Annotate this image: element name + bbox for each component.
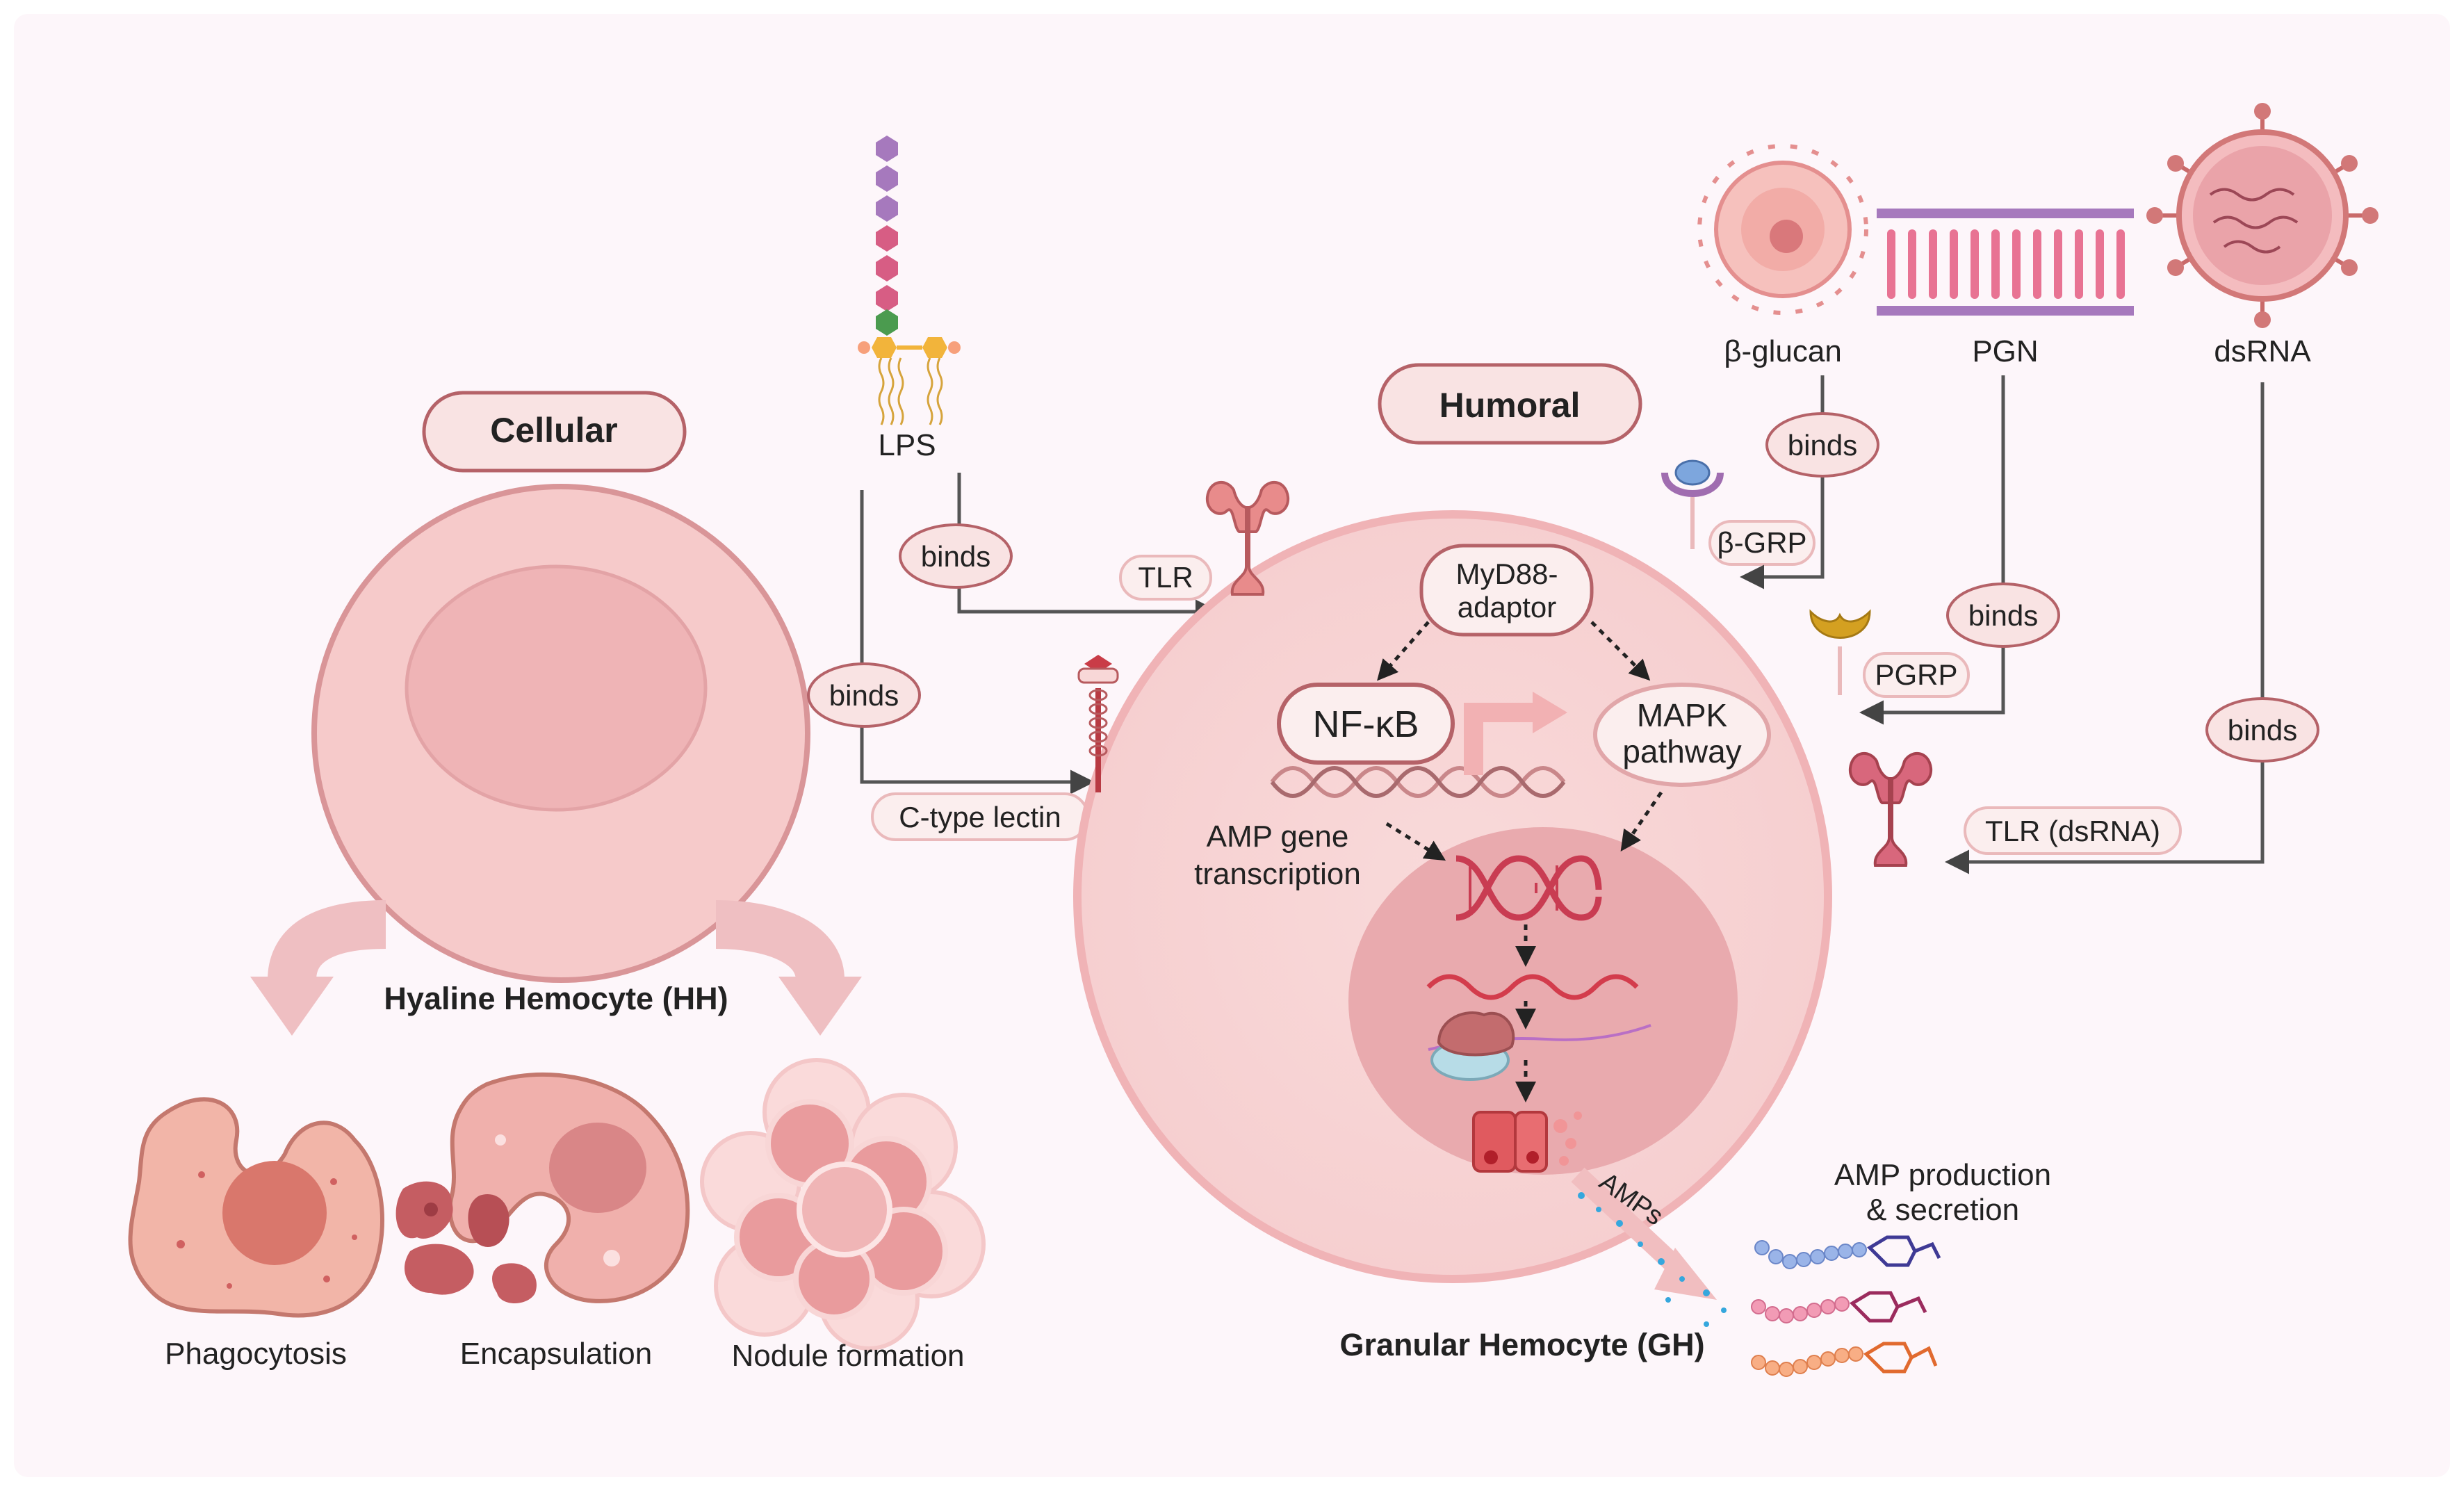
encapsulation-icon	[395, 1072, 690, 1303]
peptide-chain-icon	[1751, 1291, 1927, 1323]
cellular-label: Cellular	[490, 411, 617, 450]
mapk-pathway-box: MAPK pathway	[1593, 683, 1771, 787]
dsrna-to-tlr-arrow	[1945, 382, 2265, 874]
mrna-icon	[1426, 974, 1639, 1000]
peptidoglycan-icon	[1877, 209, 2134, 316]
peptide-chain-icon	[1751, 1342, 1938, 1377]
svg-text:MAPK: MAPK	[1637, 697, 1728, 733]
mapk-to-dna-arrow	[1620, 791, 1663, 852]
lps-label: LPS	[878, 428, 936, 462]
peptide-chain-icon	[1754, 1235, 1941, 1269]
svg-text:TLR (dsRNA): TLR (dsRNA)	[1985, 815, 2160, 847]
beta-grp-receptor-icon	[1661, 459, 1724, 549]
humoral-section-label: Humoral	[1378, 363, 1642, 445]
amp-gene-label-line2: transcription	[1194, 857, 1361, 891]
nodule-formation-label: Nodule formation	[731, 1339, 964, 1373]
pgrp-label-box: PGRP	[1863, 652, 1970, 698]
pgn-label: PGN	[1972, 334, 2038, 368]
amps-secretion-arrow	[1571, 1167, 1727, 1327]
ribosome-icon	[1428, 1011, 1651, 1081]
binds-badge-lps-lectin: binds	[807, 662, 921, 728]
svg-text:binds: binds	[829, 679, 899, 712]
hexagon-chain-lps-icon	[858, 136, 961, 425]
svg-text:MyD88-: MyD88-	[1455, 557, 1558, 590]
tlr-dsrna-label-box: TLR (dsRNA)	[1964, 806, 2182, 855]
nfkb-box: NF-κB	[1277, 683, 1455, 765]
humoral-label: Humoral	[1439, 386, 1581, 425]
myd88-to-nfkb-arrow	[1377, 621, 1430, 681]
beta-grp-label-box: β-GRP	[1708, 520, 1816, 566]
binds-badge-pgn: binds	[1946, 582, 2060, 648]
dna-helix-icon	[1455, 855, 1602, 921]
svg-text:TLR: TLR	[1138, 561, 1193, 594]
pgrp-receptor-icon	[1809, 609, 1871, 695]
svg-text:PGRP: PGRP	[1875, 658, 1957, 691]
myd88-adaptor-box: MyD88- adaptor	[1419, 544, 1594, 637]
nodule-formation-icon	[700, 1058, 986, 1351]
hyaline-hemocyte-cell	[311, 484, 810, 983]
svg-text:adaptor: adaptor	[1458, 591, 1556, 624]
hyaline-hemocyte-label: Hyaline Hemocyte (HH)	[384, 981, 728, 1016]
binds-badge-lps-tlr: binds	[899, 523, 1013, 589]
amp-gene-label-line1: AMP gene	[1207, 820, 1349, 854]
svg-text:pathway: pathway	[1622, 733, 1741, 769]
svg-text:C-type lectin: C-type lectin	[899, 801, 1061, 833]
amp-production-label-line1: AMP production	[1834, 1158, 2051, 1192]
ctype-lectin-label-box: C-type lectin	[871, 792, 1089, 841]
granular-hemocyte-label: Granular Hemocyte (GH)	[1339, 1327, 1704, 1362]
encapsulation-label: Encapsulation	[460, 1337, 652, 1371]
hh-left-arrow	[250, 900, 386, 1036]
granules-icon	[1472, 1111, 1582, 1173]
svg-text:binds: binds	[1968, 599, 2038, 632]
svg-text:binds: binds	[2228, 714, 2297, 747]
hh-right-arrow	[715, 900, 862, 1036]
tlr-receptor-icon	[1205, 480, 1290, 596]
svg-text:binds: binds	[921, 540, 990, 573]
ctype-lectin-receptor-icon	[1077, 655, 1119, 792]
tlr-label-box: TLR	[1119, 555, 1212, 601]
svg-text:NF-κB: NF-κB	[1313, 703, 1419, 745]
pgn-to-pgrp-arrow	[1859, 375, 2005, 725]
binds-badge-beta-glucan: binds	[1765, 412, 1879, 478]
virus-icon	[2146, 103, 2379, 328]
dna-strand-icon	[1270, 766, 1566, 798]
dsrna-label: dsRNA	[2214, 334, 2311, 368]
svg-text:binds: binds	[1788, 429, 1857, 462]
phagocytosis-label: Phagocytosis	[165, 1337, 347, 1371]
tlr-dsrna-receptor-icon	[1848, 751, 1933, 867]
svg-text:β-GRP: β-GRP	[1717, 526, 1806, 559]
amp-production-label-line2: & secretion	[1866, 1193, 2019, 1227]
fungus-icon	[1697, 144, 1868, 315]
myd88-to-mapk-arrow	[1590, 621, 1651, 681]
lps-to-lectin-arrow	[860, 490, 1095, 795]
lps-to-tlr-arrow	[957, 473, 1220, 624]
transcription-arrow-icon	[1464, 692, 1567, 775]
cellular-section-label: Cellular	[422, 391, 687, 473]
phagocytosis-icon	[128, 1097, 384, 1318]
binds-badge-dsrna: binds	[2205, 697, 2319, 763]
beta-glucan-label: β-glucan	[1724, 334, 1842, 368]
